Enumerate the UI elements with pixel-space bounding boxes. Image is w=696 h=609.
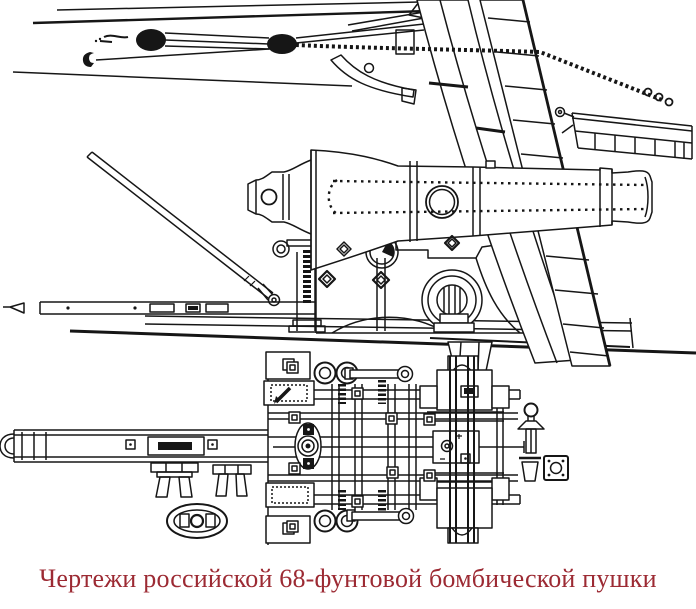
chamber-dotted-arc bbox=[327, 179, 338, 215]
socket-cup-part bbox=[519, 456, 541, 482]
pivot-pin-part bbox=[517, 402, 545, 454]
cascabel bbox=[255, 159, 312, 235]
side-elevation-view bbox=[3, 0, 696, 372]
spar-lines bbox=[12, 1, 429, 87]
chain bbox=[295, 29, 674, 107]
handspike bbox=[86, 151, 281, 307]
davit-arm bbox=[330, 54, 417, 105]
tail-beam bbox=[0, 429, 268, 463]
barrel-sight bbox=[485, 160, 496, 169]
gun-barrel bbox=[247, 149, 653, 271]
tackle-block-left bbox=[136, 29, 166, 51]
bolt-plates bbox=[286, 361, 436, 533]
lock-plate-part bbox=[543, 455, 569, 481]
oval-base-plate bbox=[166, 503, 228, 539]
carriage-plan-view bbox=[0, 351, 525, 545]
trunnion-ring bbox=[425, 185, 459, 219]
fittings-detail-view bbox=[517, 402, 569, 482]
rear-assembly bbox=[419, 355, 510, 544]
compressor-bars bbox=[338, 380, 386, 514]
deck-cleats bbox=[150, 462, 252, 498]
diamond-plates bbox=[317, 234, 461, 290]
port-lid-flap bbox=[554, 106, 693, 160]
bore-dotted-line bbox=[332, 207, 646, 215]
transom-bolts bbox=[331, 384, 504, 510]
figure-caption: Чертежи российской 68-фунтовой бомбическ… bbox=[39, 564, 657, 593]
bore-dotted-line bbox=[332, 179, 646, 187]
eyebolt-rods bbox=[344, 365, 415, 525]
block-and-tackle bbox=[82, 23, 425, 67]
tackle-hook bbox=[82, 52, 94, 67]
elevating-handle-ring bbox=[272, 240, 290, 258]
tackle-block-right bbox=[267, 34, 297, 54]
tail-ring bbox=[0, 433, 15, 459]
pivot-plate bbox=[294, 422, 322, 470]
drawing-canvas bbox=[0, 0, 696, 545]
